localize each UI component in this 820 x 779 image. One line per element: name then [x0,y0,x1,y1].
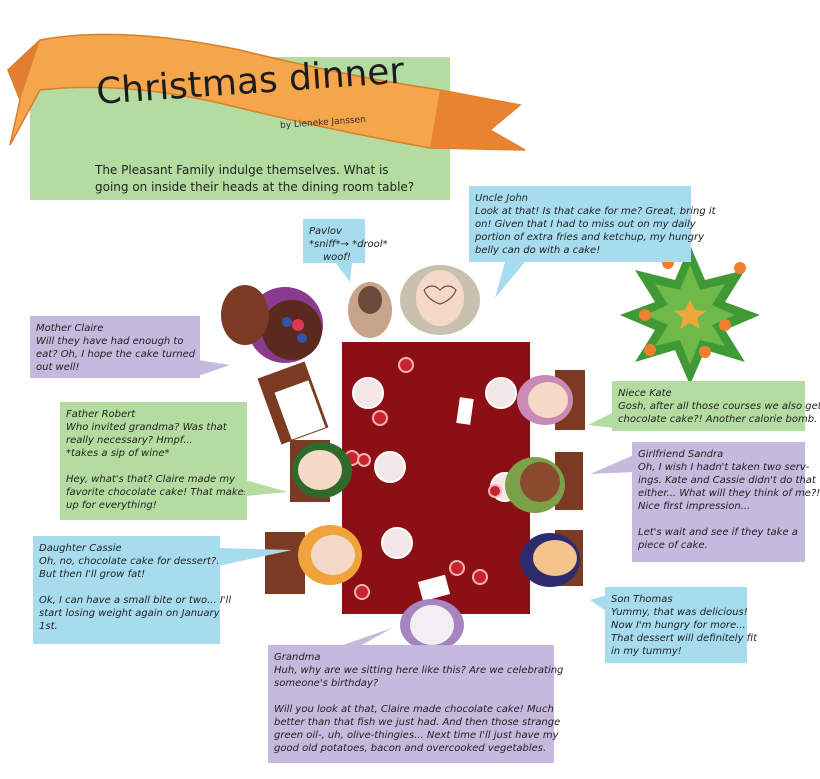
bubble-line: start losing weight again on January [39,608,220,619]
bubble-father-robert: Father Robert Who invited grandma? Was t… [60,402,250,520]
bubble-line: on! Given that I had to miss out on my d… [475,219,696,230]
speaker-name: Daughter Cassie [39,543,122,554]
bubble-line: Hey, what's that? Claire made my [66,474,235,485]
bubble-line: Now I'm hungry for more... [611,620,746,631]
speaker-name: Father Robert [66,409,136,420]
bubble-line: better than that fish we just had. And t… [274,717,561,728]
speaker-name: Pavlov [309,226,342,237]
bubble-line: piece of cake. [638,540,708,551]
bubble-line: 1st. [39,621,58,632]
speaker-name: Grandma [274,652,321,663]
bubble-line: Let's wait and see if they take a [638,527,798,538]
bubble-line: out well! [36,362,80,373]
bubble-line: *takes a sip of wine* [66,448,170,459]
bubble-line: Oh, I wish I hadn't taken two serv- [638,462,810,473]
bubble-line: Nice first impression... [638,501,751,512]
bubble-line: Huh, why are we sitting here like this? … [274,665,564,676]
bubble-line: someone's birthday? [274,678,379,689]
bubble-line: *sniff*→ *drool* [309,239,388,250]
speaker-name: Niece Kate [618,388,672,399]
bubble-line: green oil-, uh, olive-thingies... Next t… [274,730,559,741]
bubble-line: Gosh, after all those courses we also ge… [618,401,820,412]
intro-line: The Pleasant Family indulge themselves. … [95,163,389,177]
bubble-girlfriend-sandra: Girlfriend Sandra Oh, I wish I hadn't ta… [632,442,820,562]
bubble-niece-kate: Niece Kate Gosh, after all those courses… [612,381,820,431]
bubble-line: Ok, I can have a small bite or two... I'… [39,595,232,606]
bubble-grandma: Grandma Huh, why are we sitting here lik… [268,645,564,763]
bubble-line: Yummy, that was delicious! [611,607,748,618]
bubble-line: chocolate cake?! Another calorie bomb. [618,414,818,425]
bubble-line: up for everything! [66,500,157,511]
bubble-daughter-cassie: Daughter Cassie Oh, no, chocolate cake f… [33,536,232,644]
bubble-line: Oh, no, chocolate cake for dessert?! [39,556,221,567]
bubble-line: Who invited grandma? Was that [66,422,227,433]
bubble-line: eat? Oh, I hope the cake turned [36,349,196,360]
bubble-line: Will you look at that, Claire made choco… [274,704,554,715]
bubble-line: either... What will they think of me?! [638,488,820,499]
bubble-pavlov: Pavlov *sniff*→ *drool* woof! [303,219,388,263]
bubble-line: Look at that! Is that cake for me? Great… [475,206,716,217]
intro-line: going on inside their heads at the dinin… [95,180,415,194]
bubble-son-thomas: Son Thomas Yummy, that was delicious! No… [605,587,758,663]
bubble-line: favorite chocolate cake! That makes [66,487,250,498]
bubble-line: Will they have had enough to [36,336,184,347]
christmas-tree-icon [620,245,760,385]
speaker-name: Girlfriend Sandra [638,449,724,460]
bubble-line: portion of extra fries and ketchup, my h… [475,232,705,243]
bubble-mother-claire: Mother Claire Will they have had enough … [30,316,200,378]
bubble-line: woof! [323,252,351,263]
bubble-line: belly can do with a cake! [475,245,601,256]
bubble-line: ings. Kate and Cassie didn't do that [638,475,816,486]
banner-ribbon [7,33,526,151]
bubble-line: good old potatoes, bacon and overcooked … [274,743,547,754]
bubble-line: But then I'll grow fat! [39,569,146,580]
speaker-name: Mother Claire [36,323,104,334]
bubble-uncle-john: Uncle John Look at that! Is that cake fo… [469,186,716,262]
speaker-name: Son Thomas [611,594,673,605]
bubble-line: in my tummy! [611,646,682,657]
bubble-line: That dessert will definitely fit [611,633,758,644]
speaker-name: Uncle John [475,193,529,204]
bubble-line: really necessary? Hmpf... [66,435,193,446]
intro-text: The Pleasant Family indulge themselves. … [95,162,415,196]
